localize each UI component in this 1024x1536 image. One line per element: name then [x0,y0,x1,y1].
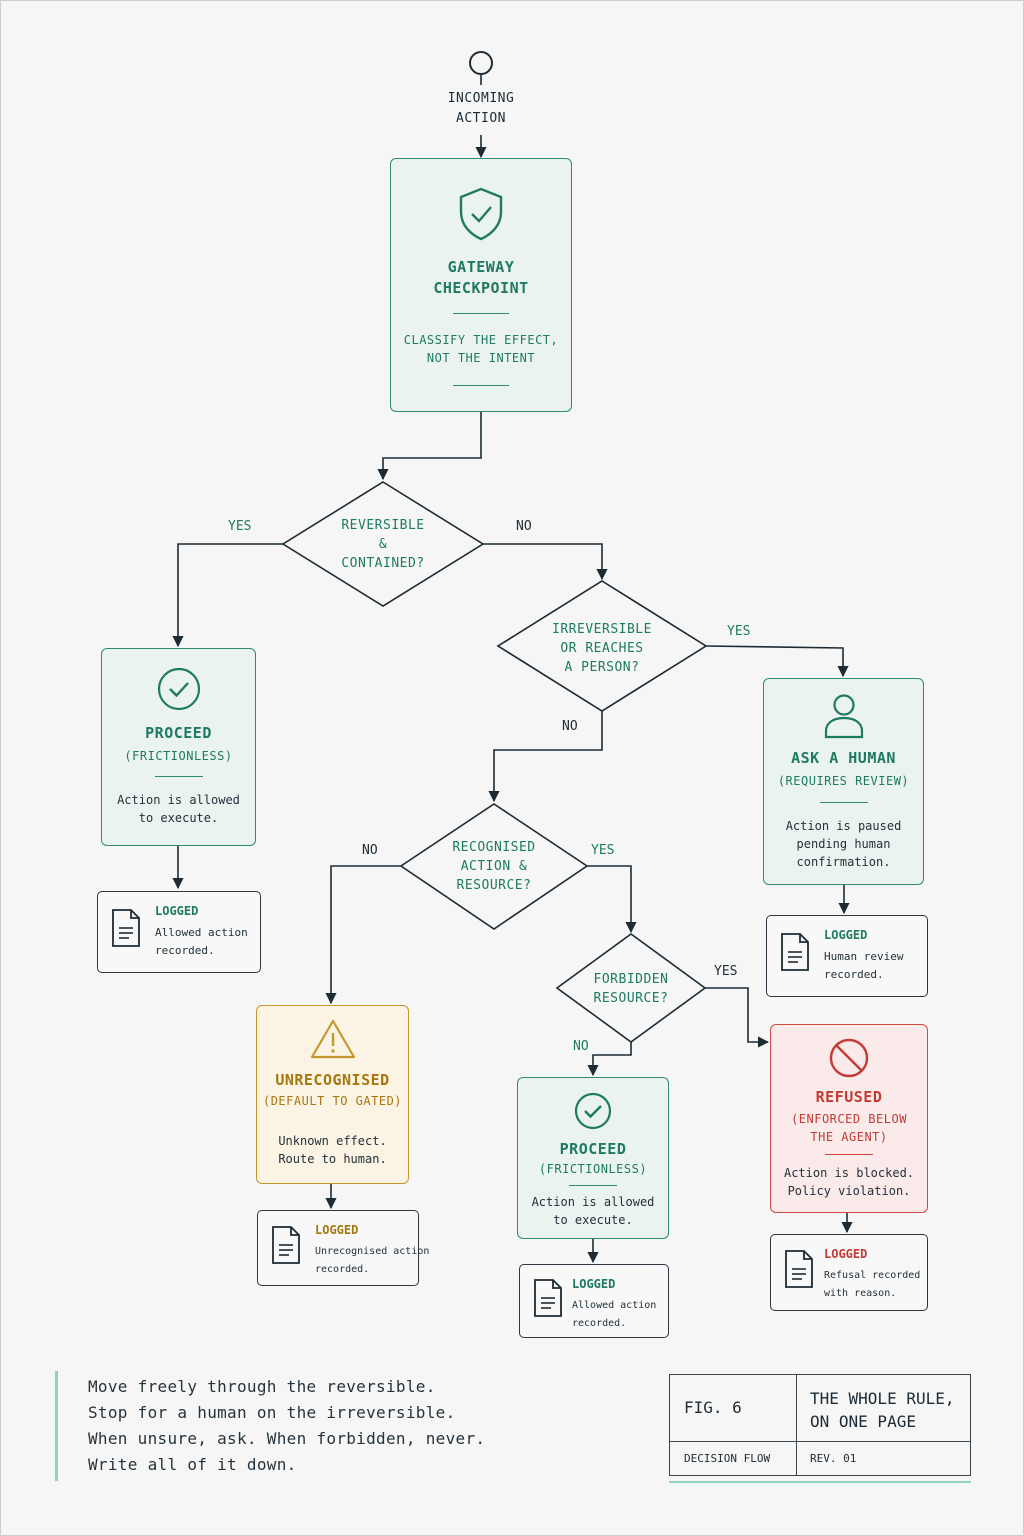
proceed-1-desc-2: to execute. [138,811,219,825]
edge-irreversible-no [488,711,603,803]
start-label: INCOMING ACTION [447,91,515,126]
figure-caption-block: FIG. 6 THE WHOLE RULE, ON ONE PAGE DECIS… [669,1374,971,1476]
unrecognised-sub: (DEFAULT TO GATED) [262,1094,403,1108]
document-icon [112,909,140,947]
refused-box: REFUSED (ENFORCED BELOW THE AGENT) Actio… [770,1024,928,1213]
edge-forbidden-yes [705,987,770,1048]
log-3-title: LOGGED [315,1223,359,1237]
label-forbidden-yes: YES [714,964,738,979]
gateway-checkpoint-box: GATEWAY CHECKPOINT CLASSIFY THE EFFECT, … [390,158,572,412]
ask-human-desc-3: confirmation. [796,855,891,869]
figure-revision: REV. 01 [810,1452,857,1465]
proceed-box-2: PROCEED (FRICTIONLESS) Action is allowed… [517,1077,669,1239]
ask-human-title: ASK A HUMAN [791,749,896,767]
ask-human-box: ASK A HUMAN (REQUIRES REVIEW) Action is … [763,678,924,885]
warning-icon [310,1019,355,1059]
ask-human-desc-1: Action is paused [785,819,902,833]
label-irreversible-yes: YES [727,624,751,639]
shield-check-icon [459,187,503,241]
refused-sub-2: THE AGENT) [810,1130,888,1144]
decision-recognised-diamond [399,803,589,930]
document-icon [781,933,809,971]
label-recognised-yes: YES [591,843,615,858]
gateway-sub-2: NOT THE INTENT [426,351,536,365]
ask-human-desc-2: pending human [796,837,891,851]
ask-human-sub: (REQUIRES REVIEW) [777,774,910,788]
proceed-1-sub: (FRICTIONLESS) [124,749,233,763]
quote-line-3: When unsure, ask. When forbidden, never. [88,1429,486,1448]
label-irreversible-no: NO [562,719,578,734]
proceed-2-desc-2: to execute. [553,1213,633,1227]
proceed-1-desc-1: Action is allowed [117,793,240,807]
document-icon [785,1250,813,1288]
unrecognised-desc-1: Unknown effect. [278,1134,387,1148]
quote-line-2: Stop for a human on the irreversible. [88,1403,456,1422]
label-forbidden-no: NO [573,1039,589,1054]
refused-desc-1: Action is blocked. [783,1166,915,1180]
rule-summary-quote: Move freely through the reversible. Stop… [55,1371,485,1481]
log-4-title: LOGGED [572,1277,616,1291]
edge-forbidden-no [587,1042,632,1077]
gateway-sub-1: CLASSIFY THE EFFECT, [403,333,559,347]
decision-reversible-text: REVERSIBLE & CONTAINED? [341,518,425,571]
label-recognised-no: NO [362,843,378,858]
figure-number: FIG. 6 [684,1398,742,1417]
proceed-1-title: PROCEED [145,724,212,742]
proceed-box-1: PROCEED (FRICTIONLESS) Action is allowed… [101,648,256,846]
figure-title: THE WHOLE RULE, ON ONE PAGE [810,1389,955,1431]
edge-recognised-no [325,865,401,1005]
document-icon [272,1226,300,1264]
quote-line-4: Write all of it down. [88,1455,297,1474]
gateway-title-1: GATEWAY [447,258,515,276]
person-icon [824,694,863,739]
unrecognised-box: UNRECOGNISED (DEFAULT TO GATED) Unknown … [256,1005,409,1184]
label-reversible-no: NO [516,519,532,534]
unrecognised-desc-2: Route to human. [278,1152,387,1166]
edge-recognised-yes [587,865,637,934]
decision-recognised-text: RECOGNISED ACTION & RESOURCE? [452,840,536,893]
check-circle-icon [574,1092,612,1130]
refused-desc-2: Policy violation. [787,1184,911,1198]
log-5-title: LOGGED [824,1247,868,1261]
document-icon [534,1279,562,1317]
prohibited-icon [829,1038,869,1078]
check-circle-icon [157,667,200,711]
unrecognised-title: UNRECOGNISED [275,1071,390,1089]
decision-reversible-diamond [281,481,485,607]
edge-gateway-reversible [377,412,482,481]
proceed-2-desc-1: Action is allowed [531,1195,655,1209]
refused-sub-1: (ENFORCED BELOW [791,1112,907,1126]
log-1-title: LOGGED [155,904,199,918]
decision-forbidden-text: FORBIDDEN RESOURCE? [593,972,669,1006]
decision-irreversible-text: IRREVERSIBLE OR REACHES A PERSON? [552,622,652,675]
log-2-title: LOGGED [824,928,868,942]
figure-type: DECISION FLOW [684,1452,771,1465]
figure-underline [669,1481,971,1483]
edge-reversible-no [483,543,608,581]
refused-title: REFUSED [815,1088,883,1106]
proceed-2-title: PROCEED [559,1140,627,1158]
start-node [469,51,493,75]
proceed-2-sub: (FRICTIONLESS) [538,1162,648,1176]
quote-line-1: Move freely through the reversible. [88,1377,436,1396]
label-reversible-yes: YES [228,519,252,534]
edge-irreversible-yes [705,645,849,678]
gateway-title-2: CHECKPOINT [433,279,529,297]
edge-reversible-yes [172,543,283,648]
